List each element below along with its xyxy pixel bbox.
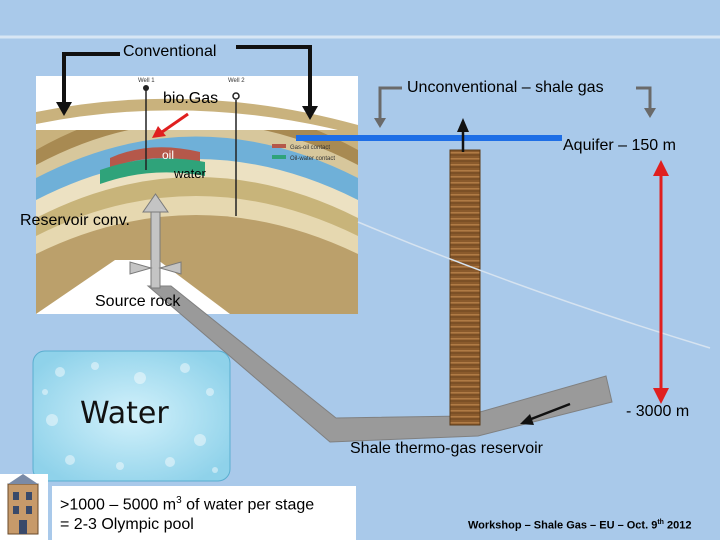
legend-oilwater-swatch (272, 155, 286, 159)
unconv-arrowhead-left (374, 118, 386, 128)
biogas-pointer-head (152, 126, 166, 138)
unconventional-label: Unconventional – shale gas (407, 79, 604, 96)
footer-main: Workshop – Shale Gas – EU – Oct. 9 (468, 519, 658, 532)
depth-arrowhead-bottom (653, 388, 669, 404)
building-thumbnail (0, 474, 48, 540)
well-up-arrowhead (457, 118, 469, 132)
unconv-arrowhead-right (644, 108, 656, 118)
note-line1-exp: 3 (176, 495, 182, 506)
depth-arrowhead-top (653, 160, 669, 176)
footer-sup: th (657, 519, 664, 526)
footer-year: 2012 (663, 519, 692, 532)
note-line1-prefix: >1000 – 5000 m (60, 496, 177, 514)
water-volume-note: >1000 – 5000 m3 of water per stage = 2-3… (60, 491, 314, 535)
well2-label: Well 2 (228, 78, 245, 84)
water-big-label: Water (80, 396, 169, 431)
well1-label: Well 1 (138, 78, 155, 84)
biogas-pointer-shaft (161, 112, 189, 134)
footer-text: Workshop – Shale Gas – EU – Oct. 9th 201… (468, 519, 691, 532)
note-line2: = 2-3 Olympic pool (60, 516, 194, 534)
reservoir-up-arrow (129, 193, 182, 289)
legend-gasoil-label: Gas-oil contact (290, 145, 330, 151)
aquifer-label: Aquifer – 150 m (563, 137, 676, 154)
oil-label: oil (162, 148, 175, 162)
note-line1: >1000 – 5000 m3 of water per stage (60, 491, 314, 515)
conventional-bracket (62, 45, 312, 108)
migration-path (146, 285, 613, 443)
conventional-label: Conventional (123, 43, 217, 60)
shale-well-tube (449, 149, 481, 426)
depth-label: - 3000 m (626, 403, 690, 420)
water-droplets (42, 362, 218, 473)
reservoir-pointer-shaft (525, 402, 571, 423)
water-small-label: water (174, 166, 206, 181)
source-rock-label: Source rock (95, 293, 181, 310)
legend-gasoil-swatch (272, 144, 286, 148)
conventional-geology-panel (36, 76, 358, 314)
reservoir-conv-label: Reservoir conv. (20, 212, 130, 229)
well1-head (143, 85, 149, 91)
faint-line (357, 221, 711, 349)
conventional-arrowhead-left (56, 102, 72, 116)
reservoir-pointer-head (520, 414, 534, 425)
note-box (52, 486, 356, 540)
unconventional-bracket (378, 86, 652, 120)
biogas-label: bio.Gas (163, 90, 219, 107)
water-image (32, 350, 231, 482)
well2-head (232, 92, 240, 100)
note-line1-suffix: of water per stage (181, 496, 315, 514)
conventional-arrowhead-right (302, 106, 318, 120)
legend-oilwater-label: Oil-water contact (290, 156, 335, 162)
shale-reservoir-label: Shale thermo-gas reservoir (350, 440, 543, 457)
